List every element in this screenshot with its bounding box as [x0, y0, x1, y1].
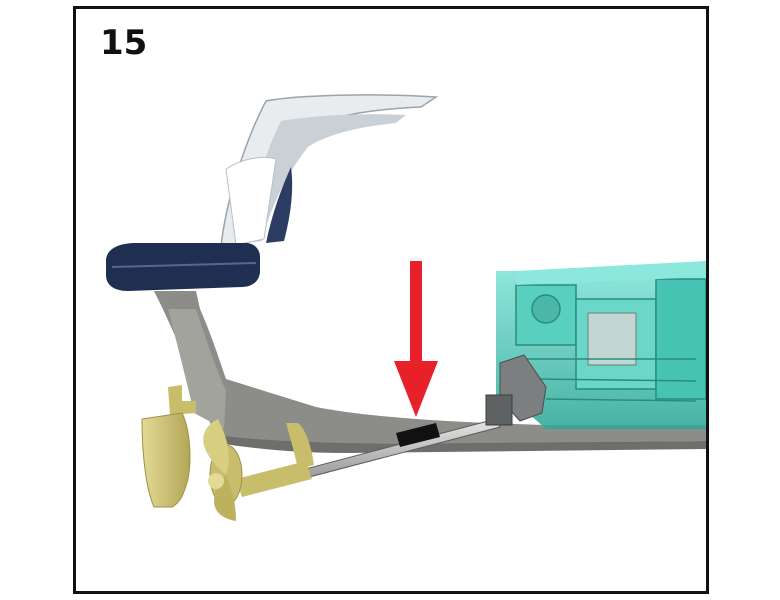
boat-drivetrain-illustration — [106, 94, 706, 521]
shaft-strut — [286, 423, 314, 469]
cabin-roof — [220, 94, 439, 248]
rudder — [141, 385, 196, 508]
step-panel: 15 — [73, 6, 709, 594]
gearbox — [485, 354, 547, 426]
deck-rail — [106, 243, 260, 291]
step-number: 15 — [100, 23, 148, 63]
pointer-arrow — [394, 261, 438, 417]
shaft-coupling — [396, 423, 440, 447]
engine — [496, 261, 706, 429]
propeller — [203, 419, 243, 521]
hull — [154, 291, 706, 445]
